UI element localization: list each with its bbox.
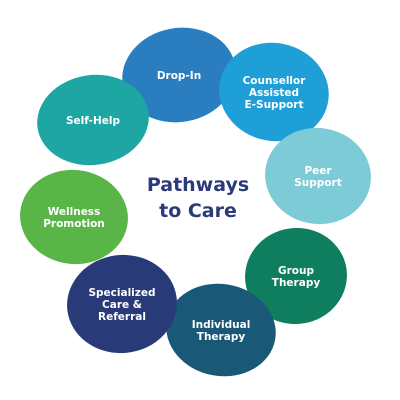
title-line-2: to Care	[159, 200, 237, 222]
node-shape-peer-support	[265, 127, 371, 225]
node-label-specialized-care-referral: Referral	[98, 311, 146, 323]
node-self-help: Self-Help	[37, 74, 149, 166]
node-shape-self-help	[37, 74, 149, 166]
node-shape-group-therapy	[245, 227, 347, 325]
title-line-1: Pathways	[147, 174, 249, 196]
node-label-peer-support: Peer	[304, 165, 332, 177]
node-label-self-help: Self-Help	[66, 115, 121, 127]
node-shape-individual-therapy	[166, 283, 276, 377]
node-label-group-therapy: Therapy	[272, 277, 321, 289]
node-label-specialized-care-referral: Care &	[102, 299, 142, 311]
node-label-counsellor-assisted-e-support: Counsellor	[243, 75, 307, 87]
node-shape-drop-in	[122, 27, 236, 123]
node-shape-counsellor-assisted-e-support	[219, 42, 329, 142]
node-shape-wellness-promotion	[20, 169, 128, 265]
node-label-drop-in: Drop-In	[157, 70, 201, 82]
node-label-peer-support: Support	[294, 177, 341, 189]
node-label-wellness-promotion: Wellness	[48, 206, 101, 218]
node-label-counsellor-assisted-e-support: E-Support	[244, 99, 303, 111]
node-label-specialized-care-referral: Specialized	[88, 287, 155, 299]
node-label-group-therapy: Group	[278, 265, 314, 277]
node-label-counsellor-assisted-e-support: Assisted	[249, 87, 299, 99]
node-label-wellness-promotion: Promotion	[43, 218, 105, 230]
node-drop-in: Drop-In	[122, 27, 236, 123]
node-label-individual-therapy: Therapy	[197, 331, 246, 343]
node-label-individual-therapy: Individual	[192, 319, 251, 331]
node-shape-specialized-care-referral	[67, 254, 177, 354]
center-title: Pathways to Care	[147, 174, 249, 222]
